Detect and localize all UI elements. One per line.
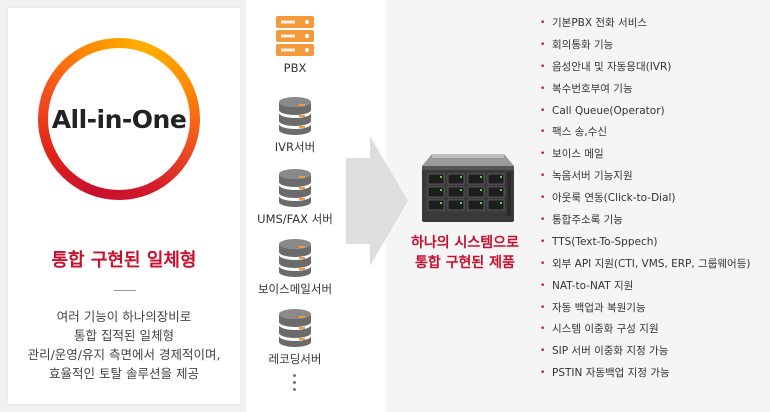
feature-item: • TTS(Text-To-Sppech) [540, 232, 750, 254]
server-label: 레코딩서버 [268, 352, 322, 366]
bullet-icon: • [540, 346, 546, 357]
feature-text: 회의통화 기능 [552, 38, 614, 51]
feature-item: • 팩스 송,수신 [540, 122, 750, 144]
bullet-icon: • [540, 280, 546, 291]
server-label: 보이스메일서버 [257, 282, 333, 296]
server-list: PBX IVR서버 UMS/FAX 서버 [255, 0, 335, 412]
feature-text: 기본PBX 전화 서비스 [552, 17, 648, 29]
more-dots-icon [293, 374, 297, 395]
feature-item: • PSTIN 자동백업 지정 가능 [540, 363, 750, 385]
right-arrow-icon [346, 136, 408, 266]
feature-item: • 외부 API 지원(CTI, VMS, ERP, 그룹웨어등) [540, 254, 750, 276]
database-icon [279, 309, 311, 347]
feature-item: • 자동 백업과 복원기능 [540, 298, 750, 320]
server-label: PBX [283, 61, 307, 75]
feature-text: 아웃룩 연동(Click-to-Dial) [552, 192, 676, 205]
feature-item: • 녹음서버 기능지원 [540, 166, 750, 188]
feature-text: 보이스 메일 [552, 148, 604, 161]
all-in-one-badge: All-in-One [51, 104, 187, 134]
left-description: 여러 기능이 하나의장비로 통합 집적된 일체형 관리/운영/유지 측면에서 경… [8, 307, 240, 383]
feature-item: • 기본PBX 전화 서비스 [540, 13, 750, 35]
feature-item: • 음성안내 및 자동응대(IVR) [540, 57, 750, 79]
database-icon [279, 239, 311, 277]
system-caption: 하나의 시스템으로 통합 구현된 제품 [400, 233, 530, 273]
database-icon [279, 169, 311, 207]
feature-text: 통합주소록 기능 [552, 214, 623, 227]
feature-text: Call Queue(Operator) [552, 104, 665, 117]
bullet-icon: • [540, 302, 546, 313]
feature-text: 녹음서버 기능지원 [552, 170, 633, 183]
all-in-one-card: All-in-One 통합 구현된 일체형 여러 기능이 하나의장비로 통합 집… [8, 8, 240, 404]
server-recording: 레코딩서버 [255, 308, 335, 367]
feature-text: 시스템 이중화 구성 지원 [552, 323, 659, 336]
server-pbx: PBX [255, 14, 335, 75]
server-ivr: IVR서버 [255, 96, 335, 155]
feature-text: 팩스 송,수신 [552, 126, 607, 139]
feature-item: • SIP 서버 이중화 지정 가능 [540, 341, 750, 363]
bullet-icon: • [540, 149, 546, 160]
gradient-ring: All-in-One [38, 38, 200, 200]
bullet-icon: • [540, 324, 546, 335]
bullet-icon: • [540, 236, 546, 247]
feature-item: • NAT-to-NAT 지원 [540, 276, 750, 298]
feature-list: • 기본PBX 전화 서비스 • 회의통화 기능 • 음성안내 및 자동응대(IVR)… [540, 13, 750, 385]
feature-text: PSTIN 자동백업 지정 가능 [552, 367, 670, 380]
feature-text: 외부 API 지원(CTI, VMS, ERP, 그룹웨어등) [552, 257, 751, 270]
feature-text: TTS(Text-To-Sppech) [552, 235, 658, 248]
bullet-icon: • [540, 368, 546, 379]
description-line: 관리/운영/유지 측면에서 경제적이며, [27, 347, 221, 362]
description-line: 효율적인 토탈 솔루션을 제공 [49, 366, 199, 381]
left-panel: All-in-One 통합 구현된 일체형 여러 기능이 하나의장비로 통합 집… [0, 0, 246, 412]
bullet-icon: • [540, 171, 546, 182]
feature-text: 음성안내 및 자동응대(IVR) [552, 60, 672, 73]
bullet-icon: • [540, 39, 546, 50]
feature-text: 자동 백업과 복원기능 [552, 301, 646, 314]
left-title: 통합 구현된 일체형 [51, 250, 197, 271]
feature-item: • 통합주소록 기능 [540, 210, 750, 232]
integrated-server-icon [422, 154, 514, 222]
feature-item: • 보이스 메일 [540, 144, 750, 166]
bullet-icon: • [540, 215, 546, 226]
caption-line: 하나의 시스템으로 [411, 235, 519, 251]
feature-item: • 회의통화 기능 [540, 35, 750, 57]
feature-text: SIP 서버 이중화 지정 가능 [552, 345, 669, 358]
feature-item: • 아웃룩 연동(Click-to-Dial) [540, 188, 750, 210]
divider [114, 290, 136, 291]
feature-text: 복수번호부여 기능 [552, 82, 633, 95]
orange-rack-server-icon [276, 16, 314, 56]
bullet-icon: • [540, 83, 546, 94]
bullet-icon: • [540, 18, 546, 28]
server-voicemail: 보이스메일서버 [255, 238, 335, 297]
description-line: 통합 집적된 일체형 [74, 328, 174, 343]
caption-line: 통합 구현된 제품 [415, 255, 515, 271]
server-label: UMS/FAX 서버 [257, 212, 333, 226]
feature-item: • 시스템 이중화 구성 지원 [540, 319, 750, 341]
server-label: IVR서버 [274, 140, 316, 154]
description-line: 여러 기능이 하나의장비로 [56, 309, 192, 324]
bullet-icon: • [540, 258, 546, 269]
bullet-icon: • [540, 193, 546, 204]
feature-text: NAT-to-NAT 지원 [552, 279, 634, 292]
feature-item: • Call Queue(Operator) [540, 101, 750, 123]
feature-item: • 복수번호부여 기능 [540, 79, 750, 101]
server-ums-fax: UMS/FAX 서버 [255, 168, 335, 227]
bullet-icon: • [540, 127, 546, 138]
bullet-icon: • [540, 105, 546, 116]
bullet-icon: • [540, 61, 546, 72]
database-icon [279, 97, 311, 135]
